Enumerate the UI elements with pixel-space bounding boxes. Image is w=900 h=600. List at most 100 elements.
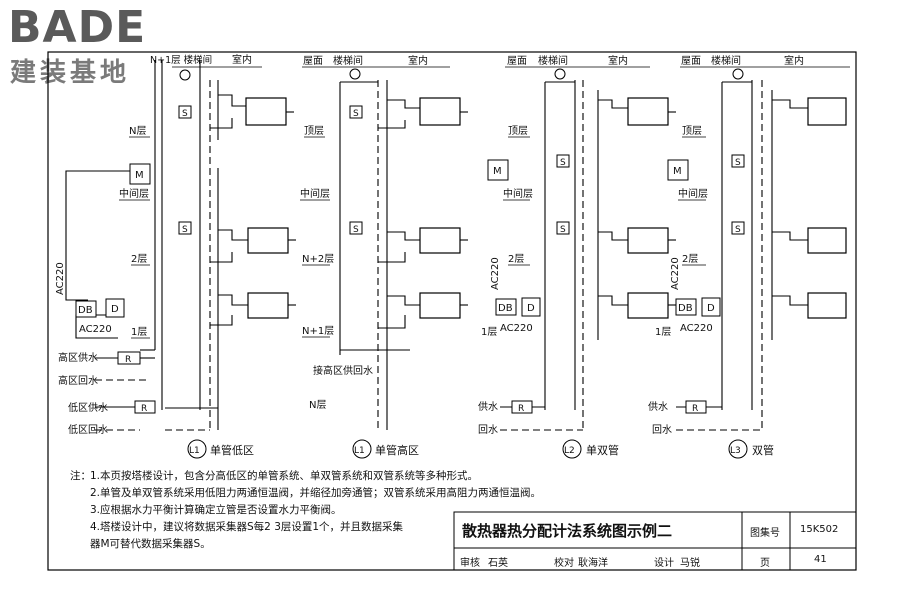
collector-m-box [667,159,689,181]
collector-s-label: S [560,158,566,168]
floor-label: 顶层 [304,125,324,137]
collector-s-box [178,221,192,235]
db-box [495,298,517,316]
collector-m-box [487,159,509,181]
collector-m-label: M [493,166,502,177]
pipe-label: 供水 [648,400,668,413]
r-label: R [692,404,698,414]
stair-header-4: 楼梯间 [711,54,741,67]
collector-s-box [556,154,570,168]
db-box [75,300,97,318]
floor-labels: N层 中间层 2层 1层 顶层 中间层 N+2层 N+1层 N层 顶层 中间层 … [119,125,708,411]
design-label: 设计 [654,558,674,569]
floor-label: 1层 [481,326,497,338]
column-3-devices: M S S DB D AC220 AC220 R 供水 回水 [478,154,570,436]
caption-text: 单管低区 [210,443,254,457]
r-box [117,351,141,365]
caption-tag: L1 [189,446,200,456]
caption-tag: L3 [730,446,741,456]
drawing-title: 散热器热分配计法系统图示例二 [462,522,673,540]
ac220-label: AC220 [680,323,713,334]
atlas-number: 15K502 [800,524,839,535]
ac220-label: AC220 [79,324,112,335]
d-label: D [527,303,535,314]
floor-label: 中间层 [119,187,149,200]
collector-s-box [731,154,745,168]
indoor-header-2: 室内 [408,54,428,67]
d-label: D [707,303,715,314]
caption-text: 单管高区 [375,443,419,457]
pipe-label: 高区供水 [58,351,98,364]
atlas-label: 图集号 [750,528,780,539]
note-item: 器M可替代数据采集器S。 [90,538,211,550]
notes-lead: 注： [70,470,91,482]
note-item: 1.本页按塔楼设计，包含分高低区的单管系统、单双管系统和双管系统等多种形式。 [90,470,479,482]
d-box [521,297,541,317]
floor-label: 顶层 [508,125,528,137]
collector-s-label: S [735,225,741,235]
column-headers: N+1层 楼梯间 室内 屋面 楼梯间 室内 屋面 楼梯间 室内 屋面 楼梯间 室… [150,53,804,67]
floor-label: 2层 [682,253,698,265]
floor-label: 中间层 [300,187,330,200]
floor-label: N层 [129,125,146,137]
riser-captions: L1 单管低区 L1 单管高区 L2 单双管 L3 双管 [187,439,774,459]
collector-s-box [556,221,570,235]
collector-m-box [129,163,151,185]
title-block: 散热器热分配计法系统图示例二 图集号 15K502 审核 石英 校对 耿海洋 设… [454,512,856,570]
ac220-label: AC220 [500,323,533,334]
collector-s-label: S [735,158,741,168]
indoor-header-4: 室内 [784,54,804,67]
floor-level-lines [119,136,706,339]
check-label: 校对 [554,558,574,569]
brand-subtitle: 建装基地 [10,58,131,88]
indoor-header-1: 室内 [232,53,252,66]
collector-s-label: S [353,109,359,119]
d-box [701,297,721,317]
page-number: 41 [814,554,827,565]
page-label: 页 [760,558,770,569]
pipe-label: 接高区供回水 [313,364,373,377]
d-label: D [111,304,119,315]
r-box [685,400,707,414]
column-1-piping [65,60,296,431]
floor-label: 2层 [508,253,524,265]
db-label: DB [78,305,93,316]
collector-s-box [349,105,363,119]
db-label: DB [678,303,693,314]
caption-text: 双管 [752,443,774,457]
collector-s-box [349,221,363,235]
stair-header-1: N+1层 楼梯间 [150,54,212,66]
roof-header-3: 屋面 [507,55,527,67]
ac220-vertical-label: AC220 [55,262,66,295]
indoor-header-3: 室内 [608,54,628,67]
drawing-frame [47,51,857,571]
r-label: R [125,355,131,365]
column-1-devices: M S S DB D AC220 AC220 R R 高区供水 高区回水 低区供… [55,105,192,436]
column-3-piping [500,80,676,431]
note-item: 4.塔楼设计中，建议将数据采集器S每2 3层设置1个，并且数据采集 [90,521,404,533]
notes: 注：1.本页按塔楼设计，包含分高低区的单管系统、单双管系统和双管系统等多种形式。… [70,468,541,553]
r-box [511,400,533,414]
collector-s-label: S [182,225,188,235]
column-4-piping [676,80,847,431]
floor-label: 1层 [655,326,671,338]
floor-label: N+2层 [302,253,334,265]
design-name: 马锐 [680,558,700,569]
ac220-vertical-label: AC220 [490,257,501,290]
collector-m-label: M [673,166,682,177]
floor-label: 2层 [131,253,147,265]
floor-label: 中间层 [678,187,708,200]
pipe-label: 低区回水 [68,423,108,436]
brand-logo: BADE [8,2,147,53]
pipe-label: 供水 [478,400,498,413]
collector-s-box [731,221,745,235]
roof-header-2: 屋面 [303,55,323,67]
pipe-label: 回水 [652,424,672,436]
r-box [134,400,156,414]
caption-tag: L1 [354,446,365,456]
caption-text: 单双管 [586,443,619,457]
collector-s-label: S [182,109,188,119]
column-4-devices: M S S DB D AC220 AC220 R 供水 回水 [648,154,745,436]
title-block-frame [453,511,857,571]
